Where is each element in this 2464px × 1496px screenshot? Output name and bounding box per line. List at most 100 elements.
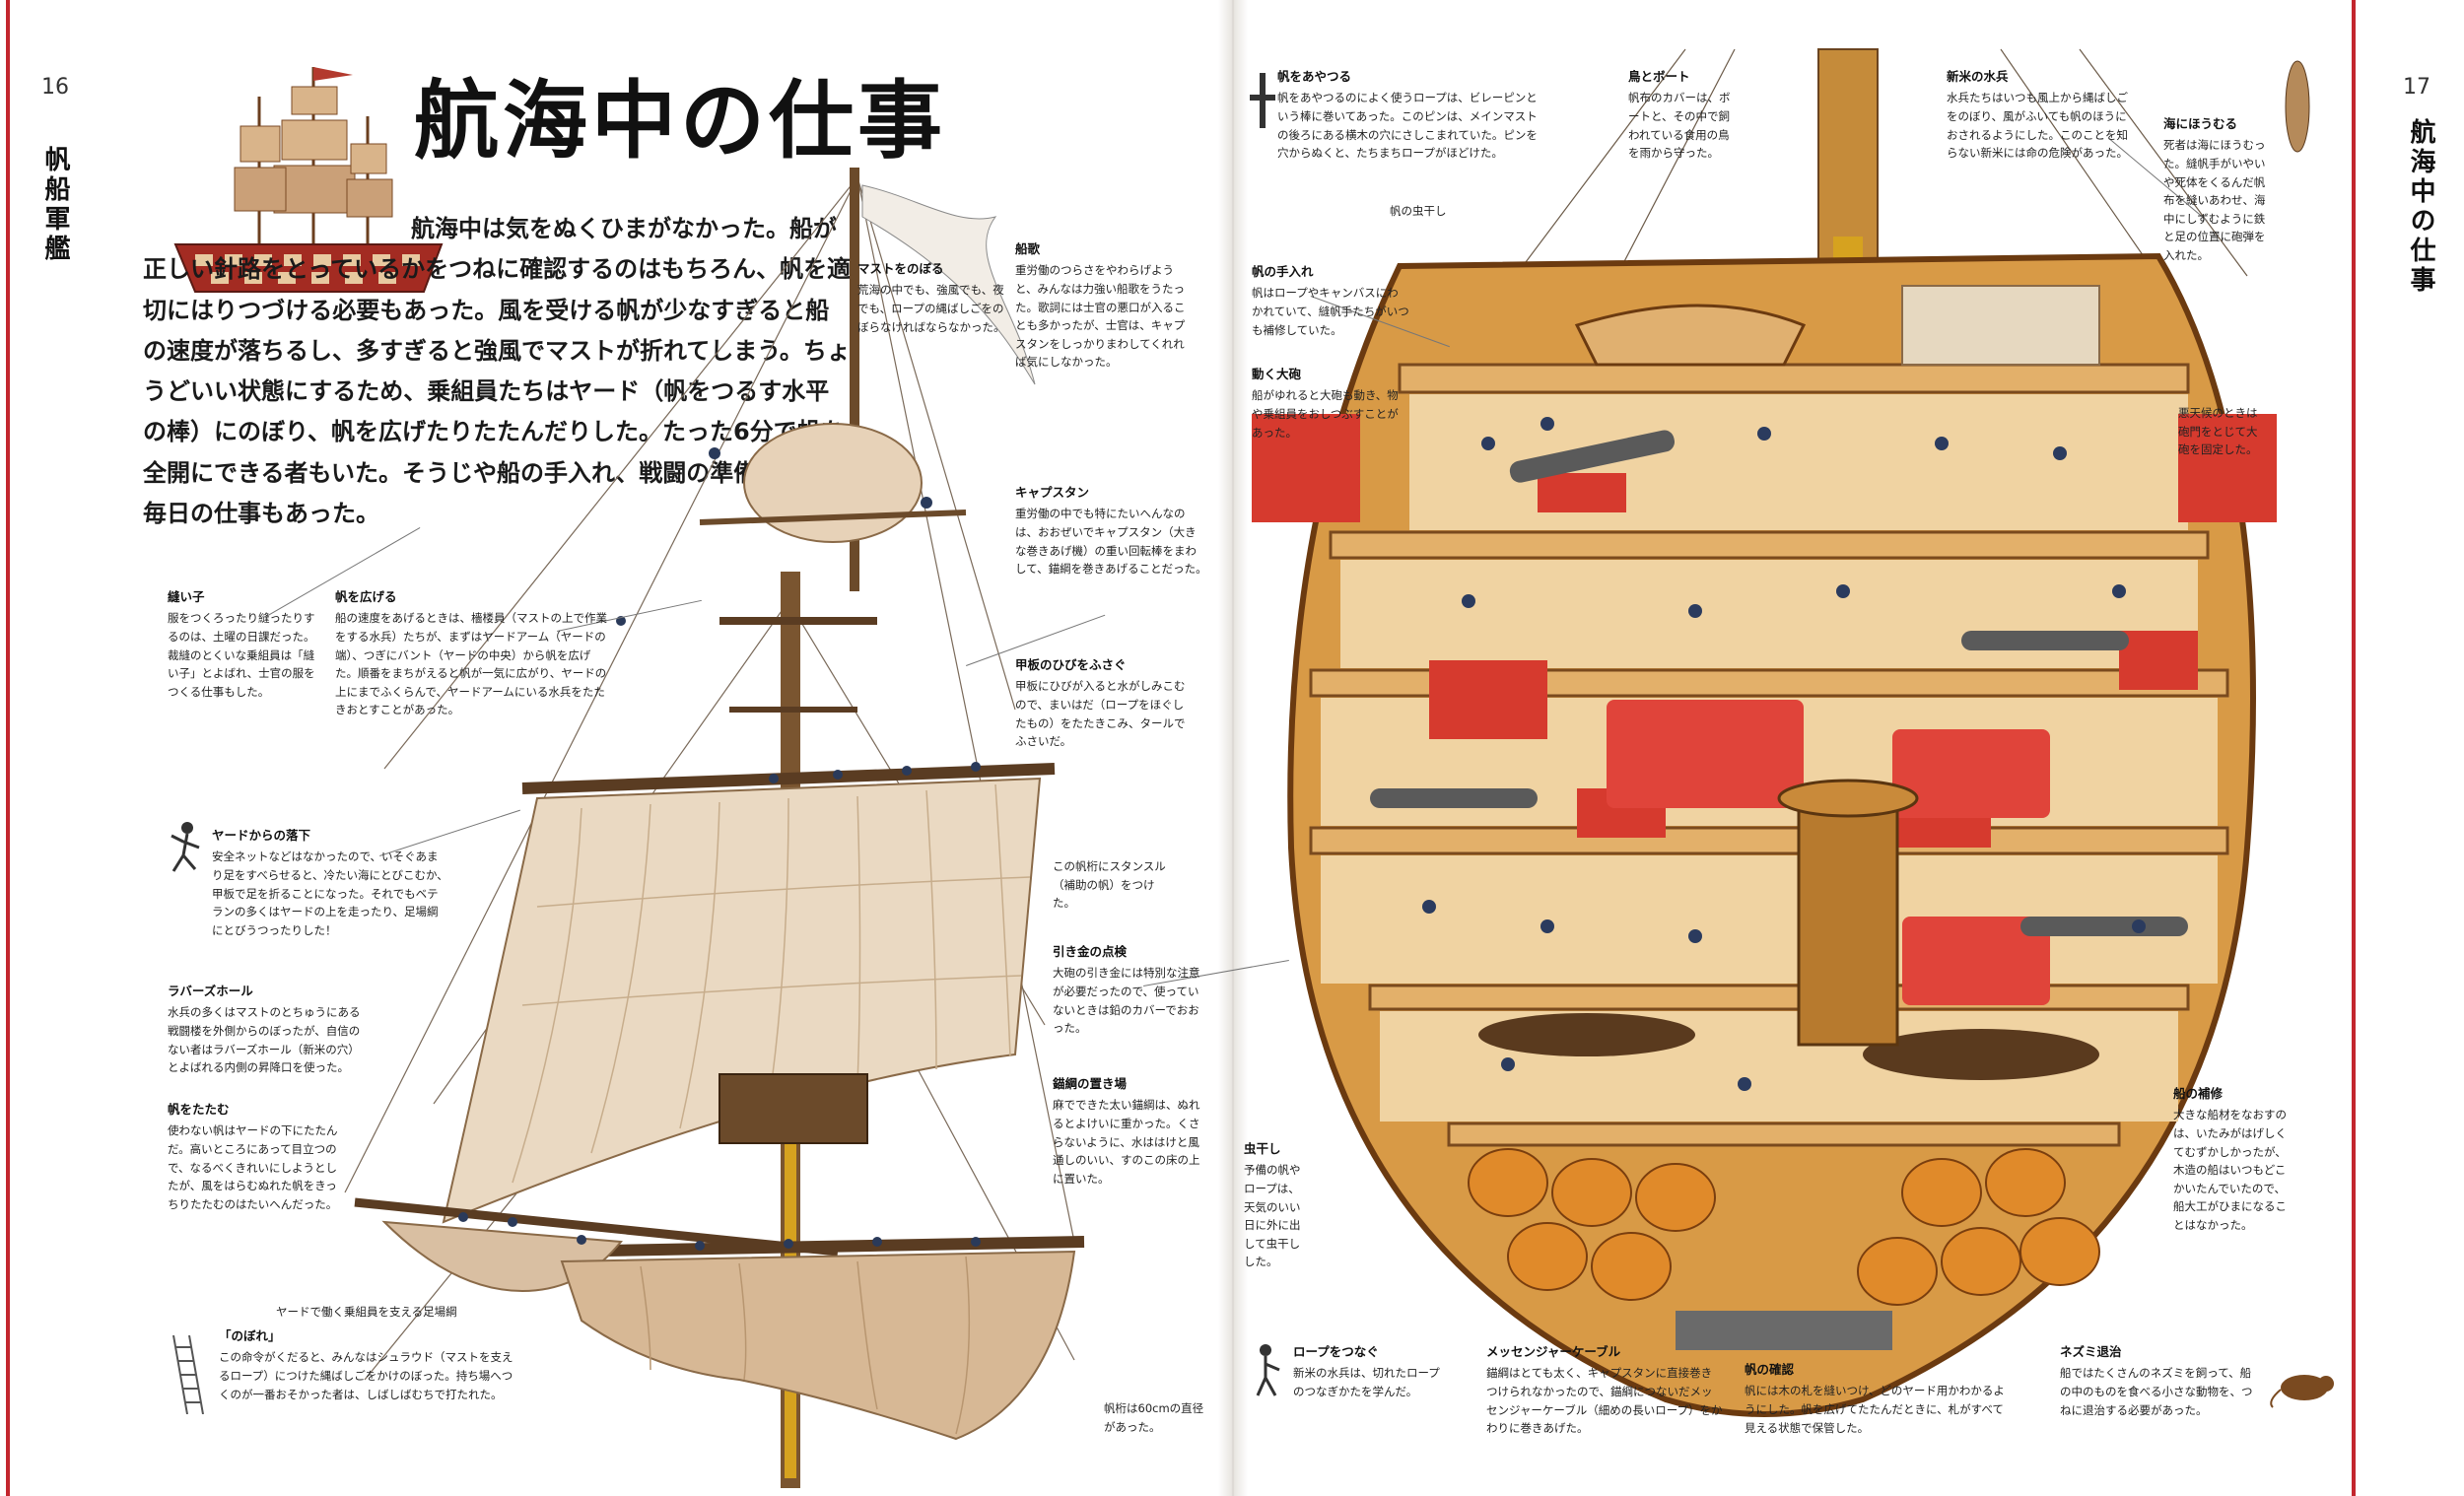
caption-text: 帆はロープやキャンバスにわかれていて、縫帆手たちがいつも補修していた。 <box>1252 286 1409 337</box>
caption-nobore: 「のぼれ」 この命令がくだると、みんなはシュラウド（マストを支えるロープ）につけ… <box>219 1326 514 1403</box>
caption-tori-boat: 鳥とボート 帆布のカバーは、ボートと、その中で飼われている食用の鳥を雨から守った… <box>1628 67 1737 163</box>
caption-text: ヤードで働く乗組員を支える足場綱 <box>276 1305 457 1319</box>
caption-yard-rakka: ヤードからの落下 安全ネットなどはなかったので、いそぐあまり足をすべらせると、冷… <box>212 826 448 939</box>
left-page-number: 16 <box>41 75 69 100</box>
caption-text: 帆布のカバーは、ボートと、その中で飼われている食用の鳥を雨から守った。 <box>1628 91 1731 161</box>
caption-nuiko: 縫い子 服をつくろったり縫ったりするのは、土曜の日課だった。裁縫のとくいな乗組員… <box>168 587 325 701</box>
rat-illustration <box>2270 1375 2334 1408</box>
caption-text: 帆をあやつるのによく使うロープは、ビレーピンという棒に巻いてあった。このピンは、… <box>1277 91 1538 161</box>
caption-capstan: キャプスタン 重労働の中でも特にたいへんなのは、おおぜいでキャプスタン（大きな巻… <box>1015 483 1207 578</box>
caption-lubbers-hole: ラバーズホール 水兵の多くはマストのとちゅうにある戦闘楼を外側からのぼったが、自… <box>168 982 365 1077</box>
caption-heading: 甲板のひびをふさぐ <box>1015 657 1127 672</box>
caption-ugoku-taihou: 動く大砲 船がゆれると大砲も動き、物や乗組員をおしつぶすことがあった。 <box>1252 365 1409 442</box>
right-page-number: 17 <box>2403 75 2430 100</box>
caption-text: 船がゆれると大砲も動き、物や乗組員をおしつぶすことがあった。 <box>1252 388 1399 440</box>
caption-heading: 新米の水兵 <box>1947 69 2009 84</box>
caption-text: 安全ネットなどはなかったので、いそぐあまり足をすべらせると、冷たい海にとびこむか… <box>212 850 448 937</box>
caption-heading: 鳥とボート <box>1628 69 1690 84</box>
caption-heading: 帆の確認 <box>1745 1362 1795 1377</box>
caption-text: 帆桁は60cmの直径があった。 <box>1104 1401 1204 1434</box>
intro-paragraph: 航海中は気をぬくひまがなかった。船が正しい針路をとっているかをつねに確認するのは… <box>143 215 853 527</box>
caption-heading: ラバーズホール <box>168 984 253 998</box>
caption-heading: 「のぼれ」 <box>219 1328 281 1343</box>
caption-heading: ヤードからの落下 <box>212 828 311 843</box>
falling-sailor-icon <box>171 822 200 872</box>
caption-text: 船の速度をあげるときは、檣楼員（マストの上で作業をする水兵）たちが、まずはヤード… <box>335 611 607 717</box>
caption-text: 麻でできた太い錨綱は、ぬれるとよけいに重かった。くさらないように、水ははけと風通… <box>1053 1098 1200 1186</box>
caption-nezumi: ネズミ退治 船ではたくさんのネズミを飼って、船の中のものを食べる小さな動物を、つ… <box>2060 1342 2257 1419</box>
caption-byoukou-okiba: 錨綱の置き場 麻でできた太い錨綱は、ぬれるとよけいに重かった。くさらないように、… <box>1053 1074 1200 1188</box>
caption-heading: 帆を広げる <box>335 589 397 604</box>
right-side-title: 航海中の仕事 <box>2406 118 2435 296</box>
caption-ho-kakunin: 帆の確認 帆には木の札を縫いつけ、どのヤード用かわかるようにした。帆を広げてたた… <box>1745 1360 2011 1437</box>
caption-text: 服をつくろったり縫ったりするのは、土曜の日課だった。裁縫のとくいな乗組員は「縫い… <box>168 611 315 699</box>
caption-messenger: メッセンジャーケーブル 錨綱はとても太く、キャプスタンに直接巻きつけられなかった… <box>1486 1342 1723 1438</box>
caption-text: 帆の虫干し <box>1390 204 1447 218</box>
caption-heading: ロープをつなぐ <box>1293 1344 1379 1359</box>
shrouded-body-icon <box>2285 60 2310 153</box>
caption-kanpan-hibi: 甲板のひびをふさぐ 甲板にひびが入ると水がしみこむので、まいはだ（ロープをほぐし… <box>1015 655 1193 751</box>
book-gutter <box>1218 0 1248 1496</box>
caption-text: 予備の帆やロープは、天気のいい日に外に出して虫干しした。 <box>1244 1163 1301 1269</box>
caption-text: 死者は海にほうむった。縫帆手がいやいや死体をくるんだ帆布を縫いあわせ、海中にしず… <box>2163 138 2266 262</box>
caption-heading: 錨綱の置き場 <box>1053 1076 1128 1091</box>
caption-text: この帆桁にスタンスル（補助の帆）をつけた。 <box>1053 859 1166 911</box>
caption-text: 重労働の中でも特にたいへんなのは、おおぜいでキャプスタン（大きな巻きあげ機）の重… <box>1015 507 1207 577</box>
caption-funauta: 船歌 重労働のつらさをやわらげようと、みんなは力強い船歌をうたった。歌詞には士官… <box>1015 239 1193 372</box>
caption-text: 重労働のつらさをやわらげようと、みんなは力強い船歌をうたった。歌詞には士官の悪口… <box>1015 263 1186 370</box>
caption-text: 甲板にひびが入ると水がしみこむので、まいはだ（ロープをほぐしたもの）をたたきこみ… <box>1015 679 1186 749</box>
caption-heading: 船の補修 <box>2173 1086 2224 1101</box>
caption-text: 水兵の多くはマストのとちゅうにある戦闘楼を外側からのぼったが、自信のない者はラバ… <box>168 1005 361 1075</box>
right-red-border <box>2352 0 2356 1496</box>
caption-text: 使わない帆はヤードの下にたたんだ。高いところにあって目立つので、なるべくきれいに… <box>168 1123 338 1211</box>
caption-mast-noboru: マストをのぼる 荒海の中でも、強風でも、夜でも、ロープの縄ばしごをのぼらなければ… <box>857 259 1005 336</box>
caption-text: 大きな船材をなおすのは、いたみがはげしくてむずかしかったが、木造の船はいつもどこ… <box>2173 1108 2287 1232</box>
caption-heading: 虫干し <box>1244 1141 1281 1156</box>
caption-hoshi-label: 帆の虫干し <box>1390 202 1488 221</box>
caption-heading: キャプスタン <box>1015 485 1090 500</box>
caption-hoketa: 帆桁は60cmの直径があった。 <box>1104 1399 1212 1436</box>
caption-heading: 動く大砲 <box>1252 367 1302 381</box>
caption-heading: 縫い子 <box>168 589 205 604</box>
caption-text: 水兵たちはいつも風上から縄ばしごをのぼり、風がふいても帆のほうにおされるようにし… <box>1947 91 2128 161</box>
caption-text: 新米の水兵は、切れたロープのつなぎかたを学んだ。 <box>1293 1366 1440 1398</box>
caption-fune-hoshuu: 船の補修 大きな船材をなおすのは、いたみがはげしくてむずかしかったが、木造の船は… <box>2173 1084 2292 1235</box>
caption-text: 大砲の引き金には特別な注意が必要だったので、使っていないときは鉛のカバーでおおっ… <box>1053 966 1200 1036</box>
ship-emblem-illustration <box>173 67 444 293</box>
caption-ho-wo-hirogeru: 帆を広げる 船の速度をあげるときは、檣楼員（マストの上で作業をする水兵）たちが、… <box>335 587 611 719</box>
caption-ashiba: ヤードで働く乗組員を支える足場綱 <box>276 1303 513 1322</box>
caption-heading: 船歌 <box>1015 241 1041 256</box>
caption-stunsail: この帆桁にスタンスル（補助の帆）をつけた。 <box>1053 857 1171 913</box>
caption-heading: ネズミ退治 <box>2060 1344 2122 1359</box>
rope-ladder-icon <box>172 1335 204 1414</box>
left-side-title: 帆船軍艦 <box>40 146 70 264</box>
caption-heading: メッセンジャーケーブル <box>1486 1344 1621 1359</box>
caption-text: 帆には木の札を縫いつけ、どのヤード用かわかるようにした。帆を広げてたたんだときに… <box>1745 1384 2005 1435</box>
caption-ho-wo-ayatsuru: 帆をあやつる 帆をあやつるのによく使うロープは、ビレーピンという棒に巻いてあった… <box>1277 67 1543 163</box>
page-title: 航海中の仕事 <box>414 72 946 170</box>
caption-heading: マストをのぼる <box>857 261 944 276</box>
caption-heading: 海にほうむる <box>2163 116 2238 131</box>
ship-cross-section-illustration <box>1252 48 2277 1417</box>
caption-ho-teire: 帆の手入れ 帆はロープやキャンバスにわかれていて、縫帆手たちがいつも補修していた… <box>1252 262 1409 339</box>
belaying-pin-icon <box>1250 73 1275 128</box>
caption-housou: 悪天候のときは砲門をとじて大砲を固定した。 <box>2178 404 2261 459</box>
caption-ho-wo-tatamu: 帆をたたむ 使わない帆はヤードの下にたたんだ。高いところにあって目立つので、なる… <box>168 1100 341 1213</box>
caption-text: 錨綱はとても太く、キャプスタンに直接巻きつけられなかったので、錨綱につないだメッ… <box>1486 1366 1723 1436</box>
caption-hikigane: 引き金の点検 大砲の引き金には特別な注意が必要だったので、使っていないときは鉛の… <box>1053 942 1200 1038</box>
caption-heading: 引き金の点検 <box>1053 944 1128 959</box>
caption-umi-ni-houmuru: 海にほうむる 死者は海にほうむった。縫帆手がいやいや死体をくるんだ帆布を縫いあわ… <box>2163 114 2272 265</box>
caption-text: 悪天候のときは砲門をとじて大砲を固定した。 <box>2178 406 2258 457</box>
caption-text: この命令がくだると、みんなはシュラウド（マストを支えるロープ）につけた縄ばしごを… <box>219 1350 513 1401</box>
caption-heading: 帆の手入れ <box>1252 264 1314 279</box>
caption-shinmai: 新米の水兵 水兵たちはいつも風上から縄ばしごをのぼり、風がふいても帆のほうにおさ… <box>1947 67 2134 163</box>
caption-heading: 帆をたたむ <box>168 1102 230 1117</box>
left-red-border <box>6 0 10 1496</box>
caption-mushiboshi: 虫干し 予備の帆やロープは、天気のいい日に外に出して虫干しした。 <box>1244 1139 1311 1271</box>
caption-rope-tsunagu: ロープをつなぐ 新米の水兵は、切れたロープのつなぎかたを学んだ。 <box>1293 1342 1441 1401</box>
caption-text: 船ではたくさんのネズミを飼って、船の中のものを食べる小さな動物を、つねに退治する… <box>2060 1366 2253 1417</box>
sailor-splicing-icon <box>1256 1344 1280 1396</box>
caption-text: 荒海の中でも、強風でも、夜でも、ロープの縄ばしごをのぼらなければならなかった。 <box>857 283 1005 334</box>
mast-and-sails-illustration <box>344 168 1085 1488</box>
